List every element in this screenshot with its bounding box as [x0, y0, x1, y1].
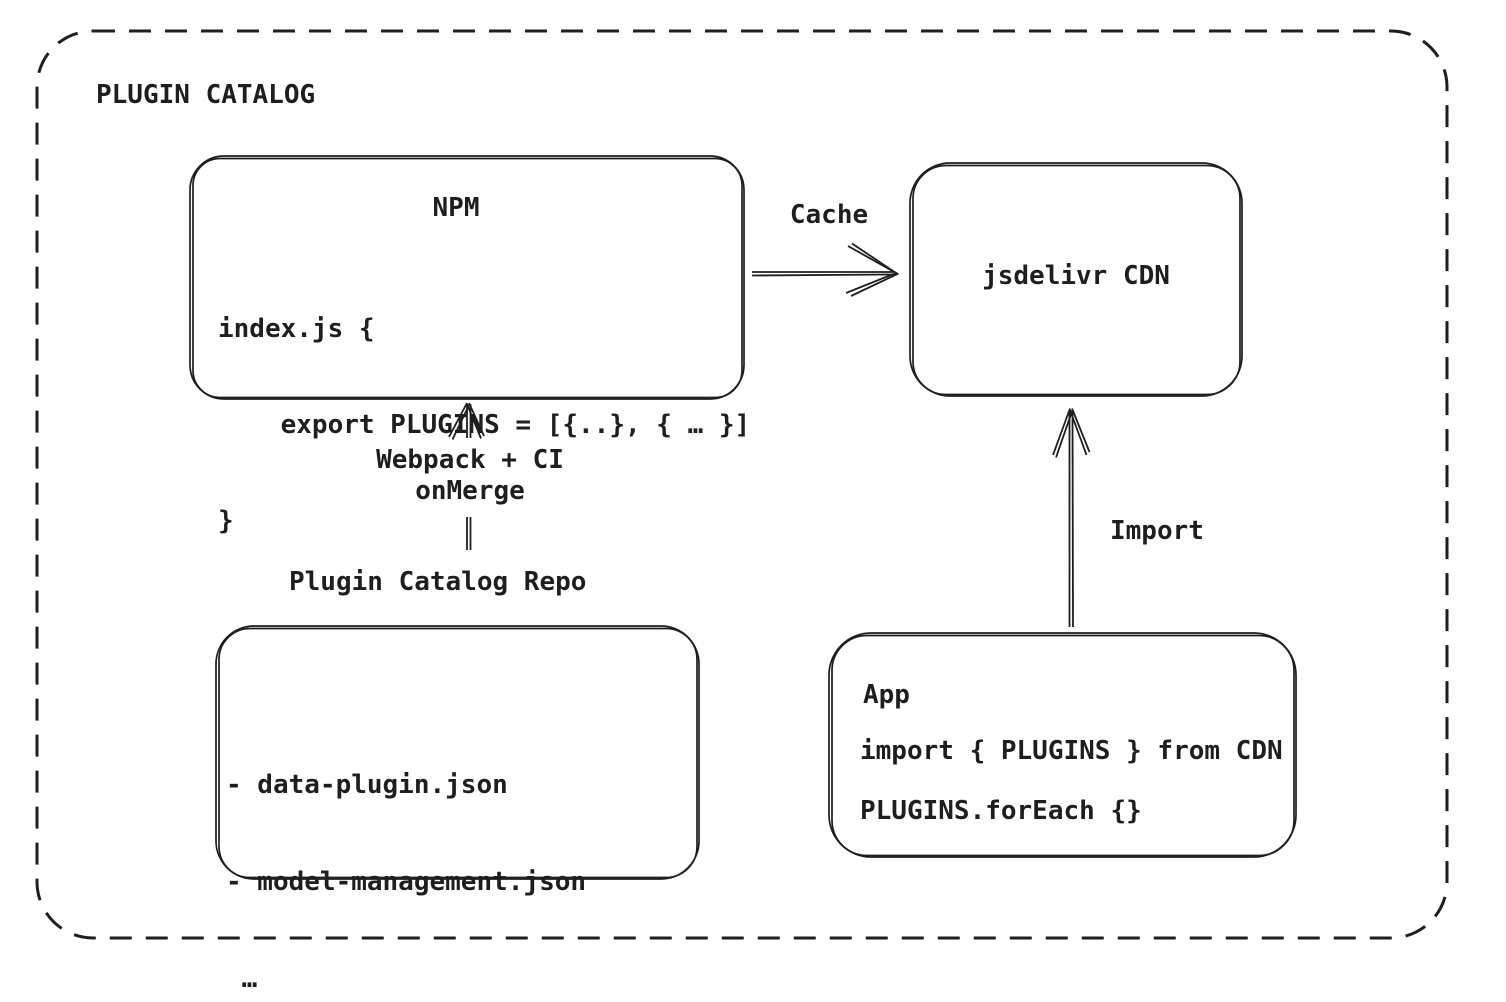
repo-file-item: - data-plugin.json [226, 770, 508, 800]
npm-code-line: } [218, 506, 234, 536]
cdn-box [909, 162, 1243, 397]
npm-code-line: index.js { [218, 314, 375, 344]
import-arrow-label: Import [1110, 516, 1204, 546]
repo-file-item: - model-management.json [226, 867, 587, 897]
build-arrow-label-line1: Webpack + CI [376, 445, 564, 475]
npm-code-block: index.js { export PLUGINS = [{..}, { … }… [218, 249, 750, 601]
repo-box [215, 625, 700, 880]
app-code-foreach-line: PLUGINS.forEach {} [860, 796, 1142, 826]
repo-file-item: … [226, 964, 258, 994]
repo-file-list: - data-plugin.json - model-management.js… [226, 705, 586, 1002]
npm-box [189, 155, 745, 400]
import-arrow-icon [1052, 408, 1091, 628]
cache-arrow-icon [751, 242, 900, 297]
build-arrow-label-line2: onMerge [415, 476, 525, 506]
catalog-boundary-box [35, 29, 1449, 940]
cdn-box-label: jsdelivr CDN [982, 261, 1170, 291]
app-box-label: App [863, 680, 910, 710]
cache-arrow-label: Cache [789, 200, 869, 230]
diagram-title: PLUGIN CATALOG [96, 80, 316, 110]
build-arrow-icon [448, 402, 485, 550]
npm-code-line: export PLUGINS = [{..}, { … }] [218, 410, 751, 440]
npm-box-label: NPM [432, 193, 480, 223]
repo-box-title: Plugin Catalog Repo [289, 567, 587, 597]
app-box [828, 632, 1297, 858]
app-code-import-line: import { PLUGINS } from CDN [860, 736, 1283, 766]
